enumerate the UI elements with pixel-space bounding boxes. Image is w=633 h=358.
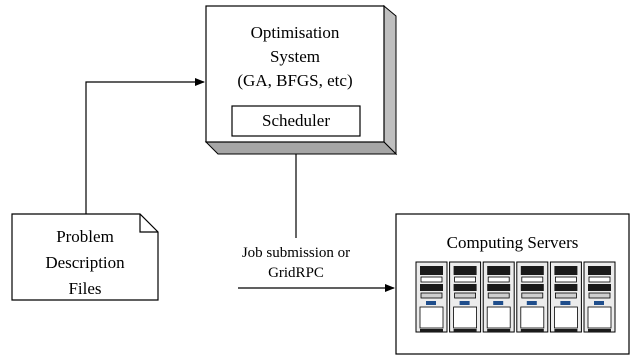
server-unit [482, 261, 515, 333]
optimisation-title-line-3: (GA, BFGS, etc) [237, 71, 353, 90]
files-to-optimiser-arrow [85, 78, 205, 214]
problem-files-document [11, 213, 159, 301]
problem-files-line-3: Files [68, 279, 102, 298]
connection-label-line-1: Job submission or [241, 245, 351, 261]
server-unit [415, 261, 448, 333]
server-unit [516, 261, 549, 333]
scheduler-label: Scheduler [262, 111, 330, 130]
server-unit [583, 261, 616, 333]
optimisation-title-line-1: Optimisation [250, 23, 340, 42]
problem-files-line-2: Description [45, 253, 125, 272]
connection-label-line-2: GridRPC [268, 265, 324, 281]
problem-files-line-1: Problem [56, 227, 114, 246]
server-rack-group [415, 261, 616, 333]
server-unit [549, 261, 582, 333]
scheduler-box [231, 105, 361, 137]
computing-servers-label: Computing Servers [446, 233, 579, 252]
server-unit [449, 261, 482, 333]
optimisation-title-line-2: System [269, 47, 321, 66]
